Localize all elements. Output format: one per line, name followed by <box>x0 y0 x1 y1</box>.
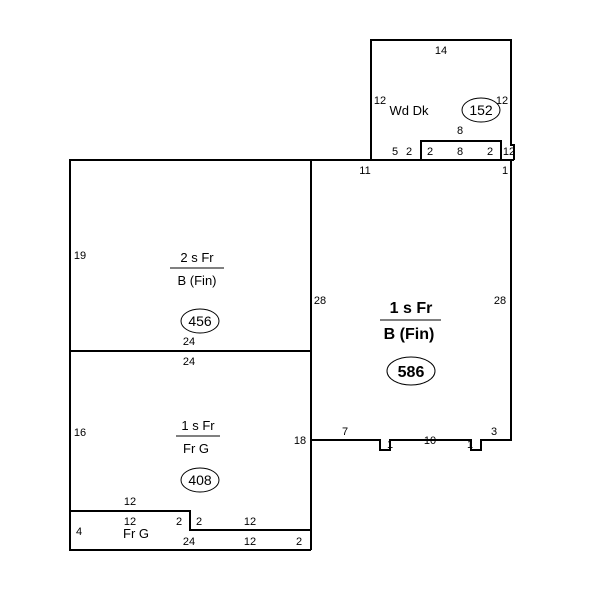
two-story-outline <box>69 159 311 551</box>
dim-garage-12-inner: 12 <box>124 516 136 528</box>
dim-garage-12-top: 12 <box>124 496 136 508</box>
deck-outline <box>370 39 515 160</box>
dim-deck-8-bottom: 8 <box>457 146 463 158</box>
dim-deck-right: 12 <box>496 95 508 107</box>
dim-two-story-19: 19 <box>74 250 86 262</box>
garage-step <box>70 510 311 531</box>
dimension-labels: 14 12 12 8 5 2 2 8 2 12 11 1 28 28 7 1 1… <box>74 45 515 548</box>
dim-deck-inner-8-top: 8 <box>457 125 463 137</box>
deck-name: Wd Dk <box>390 103 430 118</box>
deck-sqft: 152 <box>469 102 493 118</box>
dim-main-top-11: 11 <box>359 165 370 177</box>
dim-deck-5: 5 <box>392 146 398 158</box>
one-story-oval <box>180 467 220 493</box>
one-story-line1: 1 s Fr <box>181 418 215 433</box>
two-story-sqft: 456 <box>188 313 212 329</box>
main-area-sqft: 586 <box>398 364 425 381</box>
two-story-oval <box>180 308 220 334</box>
dim-main-bottom-1a: 1 <box>387 439 393 451</box>
dim-garage-12-bottom: 12 <box>244 536 256 548</box>
dim-deck-12-side: 12 <box>503 146 515 158</box>
dim-main-left-28: 28 <box>314 295 326 307</box>
dim-main-bottom-10: 10 <box>424 435 436 447</box>
dim-main-bottom-3: 3 <box>491 426 497 438</box>
main-area-oval <box>386 356 436 386</box>
dim-main-right-1: 1 <box>502 165 508 177</box>
two-story-line1: 2 s Fr <box>180 250 214 265</box>
main-area-line1: 1 s Fr <box>390 300 433 317</box>
two-story-area-label: 2 s Fr B (Fin) 456 <box>170 250 224 334</box>
one-story-area-label: 1 s Fr Fr G 408 <box>176 418 220 493</box>
dim-garage-2-bottom: 2 <box>296 536 302 548</box>
dim-one-story-16: 16 <box>74 427 86 439</box>
dim-main-right-28: 28 <box>494 295 506 307</box>
dim-garage-2b: 2 <box>196 516 202 528</box>
main-area-label: 1 s Fr B (Fin) 586 <box>380 300 441 386</box>
dim-garage-4: 4 <box>76 526 82 538</box>
dim-main-bottom-7: 7 <box>342 426 348 438</box>
dim-garage-2a: 2 <box>176 516 182 528</box>
dim-garage-12-right: 12 <box>244 516 256 528</box>
deck-oval <box>461 97 501 123</box>
dim-one-story-18: 18 <box>294 435 306 447</box>
dim-garage-24: 24 <box>183 536 195 548</box>
dim-main-bottom-1b: 1 <box>467 439 473 451</box>
deck-area-label: Wd Dk 152 <box>390 97 501 123</box>
one-story-sqft: 408 <box>188 472 212 488</box>
main-area-line2: B (Fin) <box>384 326 435 343</box>
dim-deck-left: 12 <box>374 95 386 107</box>
dim-two-story-24: 24 <box>183 336 195 348</box>
dim-mid-24: 24 <box>183 356 195 368</box>
one-story-line2: Fr G <box>183 441 209 456</box>
dim-deck-top: 14 <box>435 45 447 57</box>
garage-name: Fr G <box>123 526 149 541</box>
dim-deck-2a: 2 <box>406 146 412 158</box>
dim-deck-2b: 2 <box>427 146 433 158</box>
two-story-line2: B (Fin) <box>178 273 217 288</box>
main-house-outline <box>311 159 512 451</box>
walls <box>69 39 515 551</box>
dim-deck-2c: 2 <box>487 146 493 158</box>
